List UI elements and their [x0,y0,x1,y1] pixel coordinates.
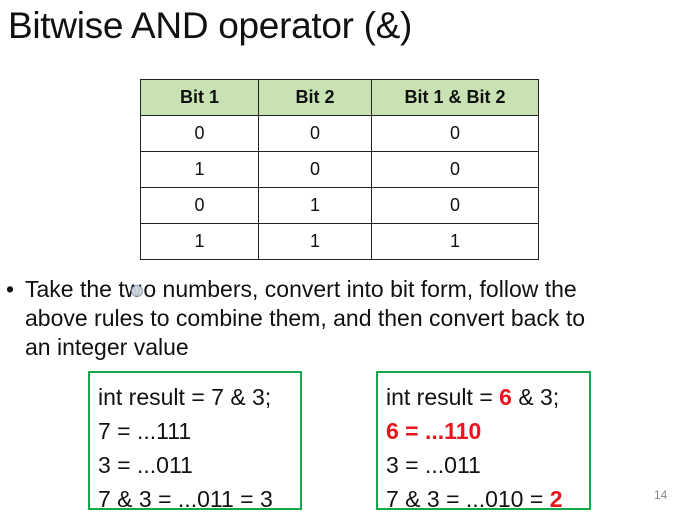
table-cell: 1 [140,223,259,260]
bullet-line-3: an integer value [25,334,189,360]
table-cell: 0 [258,151,372,188]
table-cell: 1 [258,187,372,224]
table-row: 1 0 0 [140,151,539,188]
bullet-text: o numbers, convert into bit form, follow… [143,276,577,302]
table-row: 1 1 1 [140,223,539,260]
code-line: 6 = ...110 [386,414,589,448]
table-cell: 0 [371,115,539,152]
code-line: 3 = ...011 [386,452,481,478]
bullet-text: Take the tw [25,276,142,302]
code-line: 3 = ...011 [98,452,193,478]
table-cell: 0 [258,115,372,152]
bullet-line-2: above rules to combine them, and then co… [25,305,585,331]
table-cell: 0 [371,187,539,224]
page-number: 14 [654,488,668,502]
slide-title: Bitwise AND operator (&) [8,5,413,46]
bullet-point: • Take the two numbers, convert into bit… [6,275,671,362]
bullet-line-1: Take the two numbers, convert into bit f… [6,275,671,304]
code-line: int result = 6 & 3; [386,380,589,414]
code-highlight: 6 = ...110 [386,418,482,444]
table-cell: 1 [140,151,259,188]
table-header-cell: Bit 2 [258,79,372,116]
table-header-cell: Bit 1 [140,79,259,116]
code-line: 7 & 3 = ...010 = 2 [386,482,589,516]
code-example-left: int result = 7 & 3; 7 = ...111 3 = ...01… [88,371,302,512]
code-example-right: int result = 6 & 3; 6 = ...110 3 = ...01… [376,371,591,512]
truth-table: Bit 1 Bit 2 Bit 1 & Bit 2 0 0 0 1 0 0 0 … [140,79,539,260]
table-row: 0 0 0 [140,115,539,152]
code-line: int result = 7 & 3; [98,384,272,410]
code-highlight: 2 [549,486,563,512]
table-cell: 0 [140,115,259,152]
code-text: 7 & 3 = ...010 = [386,486,550,512]
table-cell: 1 [371,223,539,260]
table-cell: 0 [140,187,259,224]
table-row: 0 1 0 [140,187,539,224]
code-line: 7 = ...111 [98,418,192,444]
table-cell: 1 [258,223,372,260]
code-text: & 3; [511,384,560,410]
code-highlight: 6 [499,384,512,410]
bullet-marker: • [6,276,15,302]
table-header-cell: Bit 1 & Bit 2 [371,79,539,116]
text-cursor-icon [131,284,144,297]
code-line: 7 & 3 = ...011 = 3 [98,486,273,512]
table-cell: 0 [371,151,539,188]
code-text: int result = [386,384,500,410]
table-header-row: Bit 1 Bit 2 Bit 1 & Bit 2 [140,79,539,116]
